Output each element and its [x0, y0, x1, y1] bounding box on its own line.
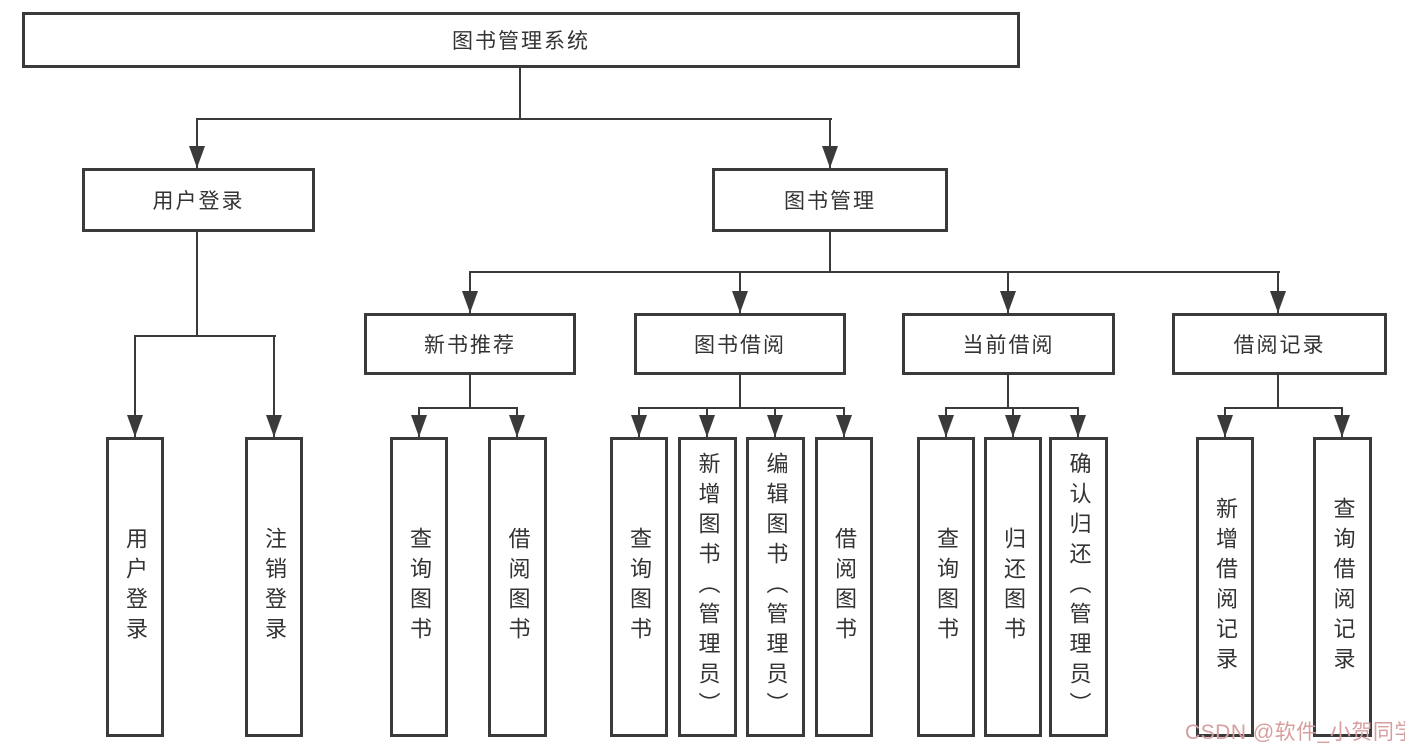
node-label: 编辑图书（管理员）: [763, 452, 789, 722]
arrow-down-icon: [1005, 415, 1021, 437]
node-label: 图书管理系统: [452, 30, 590, 53]
node-br-query-borrow-record: 查询借阅记录: [1313, 437, 1372, 737]
node-label: 查询图书: [407, 527, 432, 647]
arrow-down-icon: [411, 415, 427, 437]
watermark-text: CSDN @软件_小贺同学: [1185, 721, 1405, 744]
node-label: 当前借阅: [962, 334, 1055, 357]
connector-line: [469, 271, 1280, 273]
arrow-down-icon: [767, 415, 783, 437]
node-borrow-record: 借阅记录: [1172, 313, 1387, 375]
connector-line: [829, 118, 831, 168]
node-bb-query-books: 查询图书: [610, 437, 668, 737]
node-label: 查询图书: [934, 527, 959, 647]
node-label: 新书推荐: [424, 334, 516, 357]
connector-line: [829, 232, 831, 273]
node-label: 注销登录: [262, 527, 287, 647]
connector-line: [196, 232, 198, 337]
arrow-down-icon: [1334, 415, 1350, 437]
node-current-borrow: 当前借阅: [902, 313, 1115, 375]
connector-line: [1007, 375, 1009, 409]
node-nr-borrow-books: 借阅图书: [488, 437, 547, 737]
connector-line: [469, 375, 471, 409]
connector-line: [196, 118, 832, 120]
node-label: 用户登录: [152, 190, 245, 213]
node-br-add-borrow-record: 新增借阅记录: [1196, 437, 1254, 737]
node-label: 新增借阅记录: [1213, 497, 1238, 677]
node-label: 确认归还（管理员）: [1066, 452, 1092, 722]
node-ul-logout: 注销登录: [245, 437, 303, 737]
node-user-login: 用户登录: [82, 168, 315, 232]
arrow-down-icon: [509, 415, 525, 437]
node-label: 图书管理: [784, 190, 876, 213]
node-label: 借阅记录: [1233, 334, 1326, 357]
node-label: 新增图书（管理员）: [695, 452, 721, 722]
arrow-down-icon: [1270, 291, 1286, 313]
node-nr-query-books: 查询图书: [390, 437, 448, 737]
connector-line: [134, 335, 136, 437]
node-label: 借阅图书: [832, 527, 857, 647]
node-label: 借阅图书: [505, 527, 531, 647]
arrow-down-icon: [938, 415, 954, 437]
connector-line: [134, 335, 276, 337]
node-label: 图书借阅: [694, 334, 786, 357]
node-label: 查询借阅记录: [1330, 497, 1356, 677]
arrow-down-icon: [266, 415, 282, 437]
arrow-down-icon: [631, 415, 647, 437]
node-bb-add-books-admin: 新增图书（管理员）: [678, 437, 737, 737]
arrow-down-icon: [732, 291, 748, 313]
arrow-down-icon: [1000, 291, 1016, 313]
node-cb-query-books: 查询图书: [917, 437, 975, 737]
arrow-down-icon: [1217, 415, 1233, 437]
arrow-down-icon: [836, 415, 852, 437]
node-label: 用户登录: [123, 527, 148, 647]
arrow-down-icon: [822, 146, 838, 168]
node-bb-edit-books-admin: 编辑图书（管理员）: [746, 437, 805, 737]
connector-line: [519, 67, 521, 120]
connector-line: [196, 118, 198, 168]
arrow-down-icon: [462, 291, 478, 313]
node-root: 图书管理系统: [22, 12, 1020, 68]
connector-line: [418, 407, 518, 409]
arrow-down-icon: [189, 146, 205, 168]
node-cb-return-books: 归还图书: [984, 437, 1042, 737]
node-book-mgmt: 图书管理: [712, 168, 948, 232]
node-book-borrow: 图书借阅: [634, 313, 846, 375]
node-label: 查询图书: [627, 527, 652, 647]
node-cb-confirm-return-admin: 确认归还（管理员）: [1049, 437, 1108, 737]
node-bb-borrow-books: 借阅图书: [815, 437, 873, 737]
connector-line: [273, 335, 275, 437]
arrow-down-icon: [127, 415, 143, 437]
node-ul-user-login: 用户登录: [106, 437, 164, 737]
arrow-down-icon: [1070, 415, 1086, 437]
connector-line: [739, 375, 741, 409]
connector-line: [638, 407, 845, 409]
node-new-book-rec: 新书推荐: [364, 313, 576, 375]
node-label: 归还图书: [1001, 527, 1026, 647]
arrow-down-icon: [699, 415, 715, 437]
connector-line: [1224, 407, 1343, 409]
connector-line: [1277, 375, 1279, 409]
